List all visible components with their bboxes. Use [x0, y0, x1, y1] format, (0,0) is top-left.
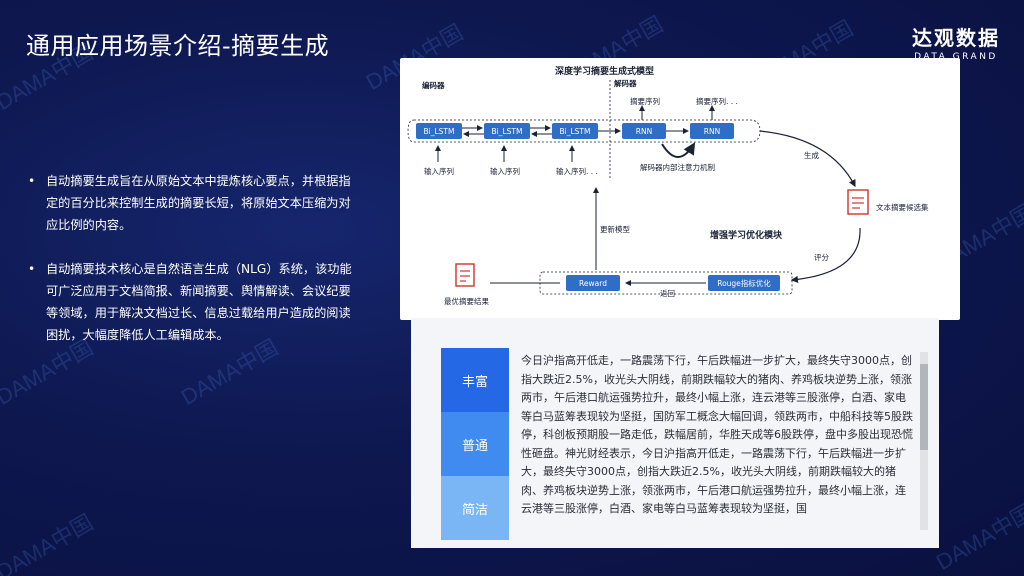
return-label: 返回: [660, 289, 675, 298]
bullet-text: 自动摘要生成旨在从原始文本中提炼核心要点，并根据指定的百分比来控制生成的摘要长短…: [46, 174, 351, 232]
brand-name-en: DATA GRAND: [914, 52, 998, 62]
attention-label: 解码器内部注意力机制: [640, 163, 715, 172]
input-seq-label: 输入序列: [424, 167, 454, 176]
input-seq-label: 输入序列: [490, 167, 520, 176]
diagram-connectors: [407, 80, 869, 295]
bullet-list: • 自动摘要生成旨在从原始文本中提炼核心要点，并根据指定的百分比来控制生成的摘要…: [28, 170, 353, 368]
score-label: 评分: [814, 253, 829, 262]
model-diagram: 深度学习摘要生成式模型 编码器 解码器 摘要序列 摘要序列. . . Bi_LS…: [400, 58, 960, 320]
page-title: 通用应用场景介绍-摘要生成: [26, 32, 330, 60]
generate-label: 生成: [804, 151, 819, 160]
scrollbar-thumb[interactable]: [920, 364, 928, 450]
encoder-label: 编码器: [422, 81, 445, 90]
decoder-label: 解码器: [614, 79, 637, 88]
summary-level-selector: 丰富 普通 简洁: [441, 348, 509, 540]
summary-seq-label: 摘要序列. . .: [696, 97, 738, 106]
document-icon: [455, 263, 475, 287]
bilstm-block: Bi_LSTM: [416, 123, 462, 139]
summary-seq-label: 摘要序列: [630, 97, 660, 106]
rl-module-title: 增强学习优化模块: [710, 231, 783, 241]
bullet-item: • 自动摘要生成旨在从原始文本中提炼核心要点，并根据指定的百分比来控制生成的摘要…: [28, 170, 353, 236]
diagram-title: 深度学习摘要生成式模型: [555, 67, 655, 77]
watermark: DAMA中国: [931, 499, 1024, 576]
rnn-block: RNN: [690, 123, 734, 139]
input-seq-label: 输入序列. . .: [556, 167, 598, 176]
update-model-label: 更新模型: [600, 225, 630, 234]
bilstm-block: Bi_LSTM: [552, 123, 598, 139]
bilstm-block: Bi_LSTM: [484, 123, 530, 139]
rouge-block: Rouge指标优化: [708, 275, 780, 291]
rnn-block: RNN: [622, 123, 666, 139]
candidates-label: 文本摘要候选集: [876, 203, 929, 212]
bullet-dot-icon: •: [28, 174, 36, 188]
watermark: DAMA中国: [0, 509, 98, 576]
reward-block: Reward: [566, 275, 620, 291]
scrollbar[interactable]: [920, 352, 928, 530]
level-rich-button[interactable]: 丰富: [441, 348, 509, 412]
example-summary-text: 今日沪指高开低走，一路震荡下行，午后跌幅进一步扩大，最终失守3000点，创指大跌…: [521, 354, 913, 515]
level-normal-button[interactable]: 普通: [441, 412, 509, 476]
brand-logo: 达观数据 DATA GRAND: [912, 22, 1000, 62]
level-concise-button[interactable]: 简洁: [441, 476, 509, 540]
bullet-text: 自动摘要技术核心是自然语言生成（NLG）系统，该功能可广泛应用于文档简报、新闻摘…: [46, 262, 352, 342]
summary-example-panel: 丰富 普通 简洁 今日沪指高开低走，一路震荡下行，午后跌幅进一步扩大，最终失守3…: [411, 318, 939, 548]
document-icon: [847, 189, 869, 215]
best-result-label: 最优摘要结果: [444, 297, 489, 306]
brand-name-cn: 达观数据: [912, 26, 1000, 50]
bullet-item: • 自动摘要技术核心是自然语言生成（NLG）系统，该功能可广泛应用于文档简报、新…: [28, 258, 353, 346]
bullet-dot-icon: •: [28, 262, 36, 276]
